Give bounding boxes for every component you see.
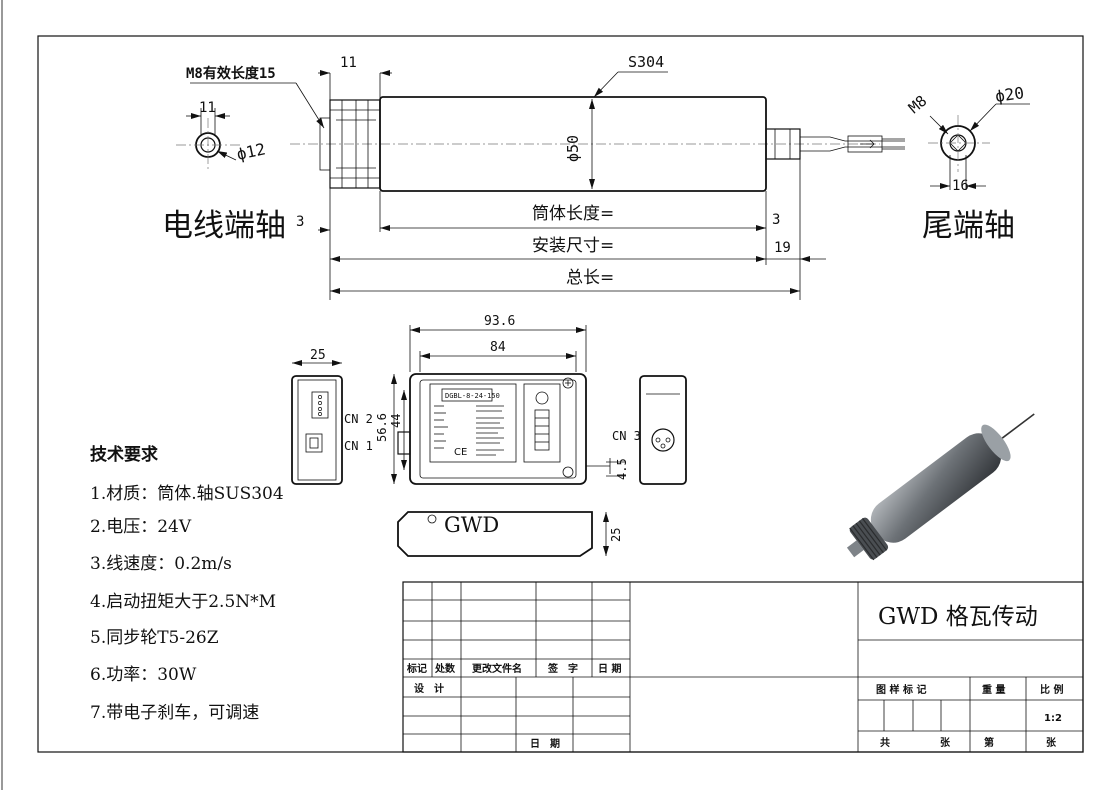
title-block: 标记 处数 更改文件名 签 字 日 期 设 计 日 期 图 样 标 记 重 量 …: [402, 581, 1084, 753]
cn1-port: [305, 433, 323, 453]
cable-connector: [847, 135, 883, 153]
page-sheets-unit: 张: [1046, 736, 1057, 749]
total-sheets-label: 共: [880, 736, 890, 749]
dim-50-label: ϕ50: [564, 135, 582, 162]
weight-label: 重 量: [982, 683, 1005, 696]
cn2-label: CN 2: [344, 412, 373, 426]
dim-84: 84: [490, 340, 506, 355]
page-label: 第: [984, 736, 994, 749]
requirement-item: 6.功率：30W: [90, 665, 197, 685]
controller-front-view: 93.6 84 DGBL-8-24-150 CE: [375, 314, 629, 485]
dim-3-left: 3: [296, 214, 304, 230]
material-label: S304: [628, 53, 664, 71]
dim-44: 44: [389, 414, 403, 428]
dim-19: 19: [774, 240, 791, 256]
dim-93-6: 93.6: [484, 314, 515, 329]
cn1-label: CN 1: [344, 439, 373, 453]
dim-m8-label: M8: [905, 92, 930, 117]
cn3-label: CN 3: [612, 429, 641, 443]
pulley-teeth: [330, 100, 380, 188]
cable-end-label: 电线端轴: [162, 208, 286, 244]
install-size-label: 安装尺寸=: [532, 236, 614, 256]
timing-pulley: [329, 99, 381, 189]
chart-mark-label: 图 样 标 记: [876, 683, 926, 696]
technical-requirements: 技术要求 1.材质：筒体.轴SUS304 2.电压：24V 3.线速度：0.2m…: [90, 444, 284, 723]
company-name: GWD 格瓦传动: [878, 604, 1038, 630]
dial-knob: [535, 391, 549, 405]
controller-top-view: GWD 25: [397, 511, 623, 557]
roller-side-view: S304 ϕ50 11 M8有效长度15 3 筒体长度= 3 安装尺寸= 19: [162, 53, 1015, 300]
requirement-item: 4.启动扭矩大于2.5N*M: [90, 592, 276, 612]
dim-11-top: 11: [340, 55, 357, 71]
controller-brand: GWD: [444, 513, 499, 537]
dim-4-5: 4.5: [615, 458, 629, 480]
total-length-label: 总长=: [566, 268, 614, 288]
date-label: 日 期: [530, 737, 560, 750]
controller-label-plate: [429, 383, 517, 463]
dim-25-bottom: 25: [609, 528, 623, 542]
requirement-item: 2.电压：24V: [90, 517, 192, 537]
dim-56-6: 56.6: [375, 413, 389, 442]
dim-16: 16: [952, 178, 969, 194]
dim-12-label: ϕ12: [235, 139, 267, 164]
sheets-unit: 张: [940, 736, 951, 749]
dim-25-side: 25: [310, 348, 326, 363]
requirements-title: 技术要求: [90, 444, 158, 465]
controller-body: [409, 373, 587, 485]
thread-label: M8有效长度15: [186, 65, 276, 82]
dip-panel: [523, 383, 561, 463]
requirement-item: 7.带电子刹车，可调速: [90, 703, 259, 723]
ce-mark: CE: [454, 447, 467, 458]
tail-end-view: 16 M8 ϕ20: [905, 83, 1030, 194]
product-photo: [846, 413, 1035, 561]
mount-hole-top: [562, 377, 574, 389]
cable-end-view: 11 ϕ12: [176, 100, 267, 172]
ratio-label: 比 例: [1040, 683, 1063, 696]
dim-20-label: ϕ20: [994, 83, 1025, 106]
ratio-value: 1:2: [1044, 713, 1062, 724]
rev-header: 标记: [406, 662, 427, 675]
rev-header: 日 期: [598, 662, 621, 675]
requirement-item: 5.同步轮T5-26Z: [90, 628, 219, 648]
power-cable: [800, 136, 905, 142]
rev-header: 处数: [434, 662, 456, 675]
controller-right-view: CN 3: [612, 375, 687, 485]
design-label: 设 计: [414, 682, 444, 695]
requirement-item: 3.线速度：0.2m/s: [90, 554, 232, 574]
rev-header: 签 字: [547, 662, 578, 675]
rev-header: 更改文件名: [472, 662, 522, 675]
requirement-item: 1.材质：筒体.轴SUS304: [90, 484, 284, 504]
dim-11-end: 11: [199, 100, 216, 116]
controller-left-view: 25 CN 2 CN 1: [291, 348, 373, 485]
model-label: DGBL-8-24-150: [445, 392, 500, 400]
tail-shaft: [765, 128, 801, 160]
tube-length-label: 筒体长度=: [532, 204, 614, 224]
cn3-port: [651, 428, 675, 452]
cn2-port: [311, 391, 329, 419]
s304-leader: [593, 71, 619, 98]
tail-end-label: 尾端轴: [922, 208, 1015, 244]
mount-hole-bottom: [562, 466, 574, 478]
dim-3-right: 3: [772, 212, 780, 228]
